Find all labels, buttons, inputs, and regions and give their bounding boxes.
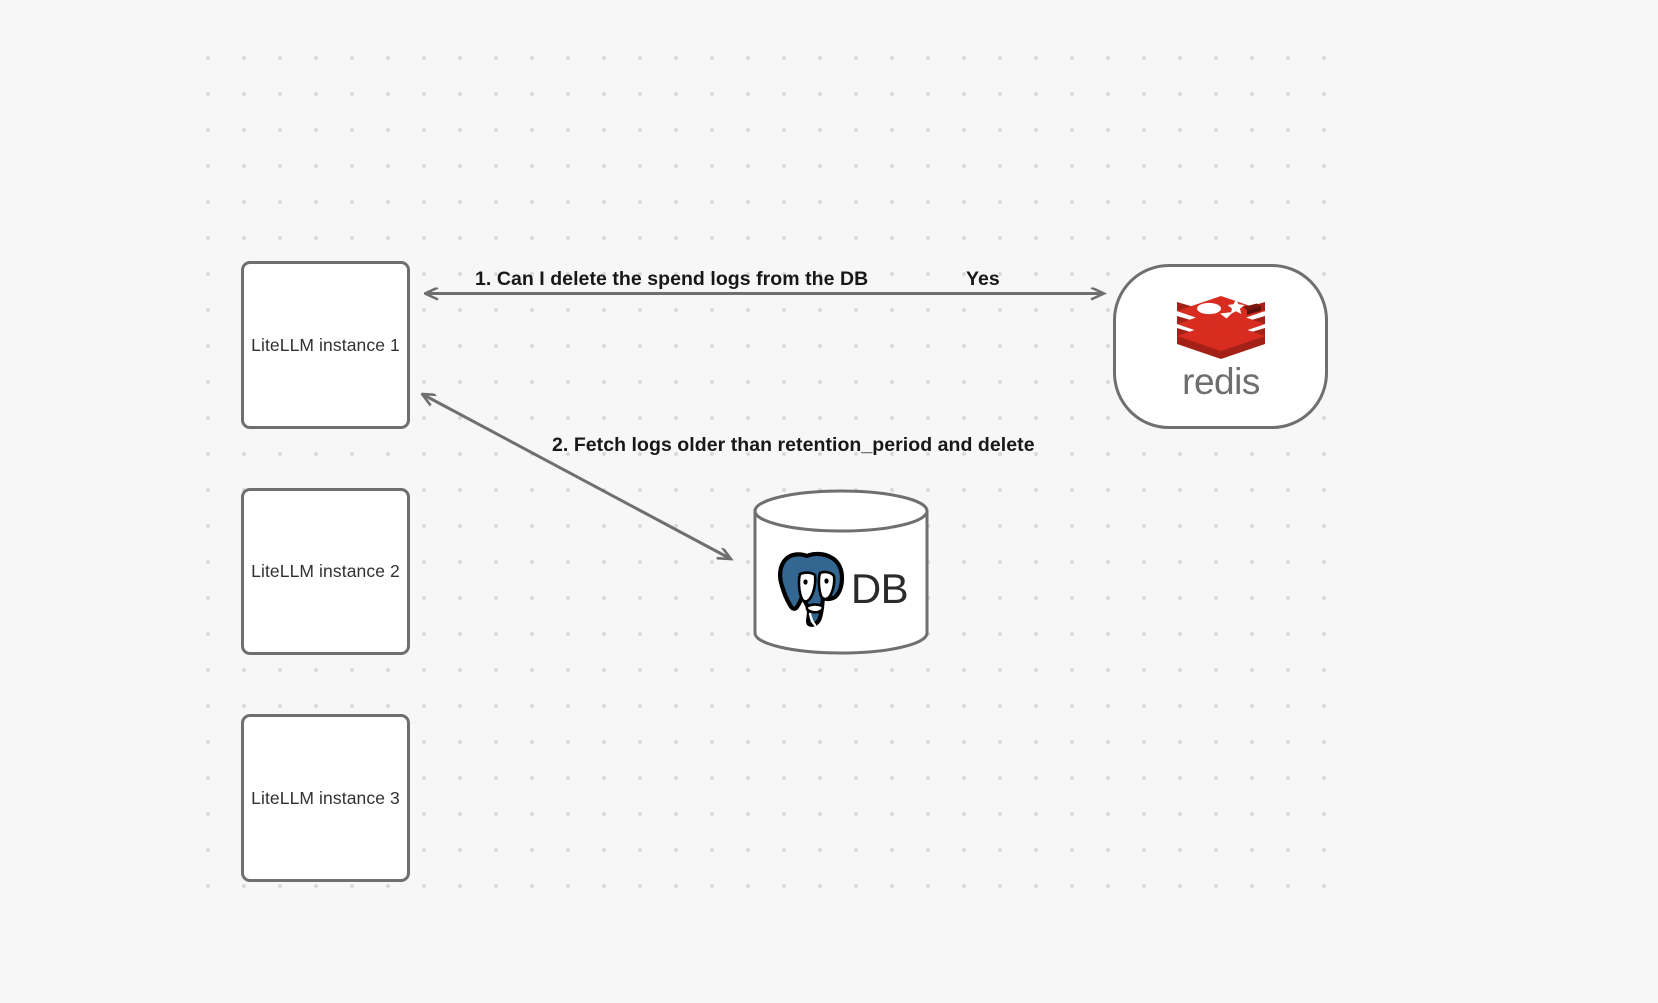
redis-wordmark: redis — [1182, 363, 1260, 402]
node-label: LiteLLM instance 2 — [251, 561, 400, 581]
node-redis[interactable]: redis — [1113, 264, 1328, 429]
edge-label-step-1: 1. Can I delete the spend logs from the … — [475, 268, 869, 290]
redis-logo-icon — [1176, 295, 1265, 359]
node-label: LiteLLM instance 1 — [251, 334, 400, 355]
node-litellm-instance-1[interactable]: LiteLLM instance 1 — [241, 261, 410, 429]
postgresql-elephant-icon — [777, 551, 844, 627]
edge-2-line — [422, 394, 731, 559]
edge-litellm1-db — [422, 394, 731, 559]
db-label: DB — [850, 565, 909, 612]
edge-label-yes: Yes — [966, 268, 1000, 290]
edge-label-step-2: 2. Fetch logs older than retention_perio… — [552, 434, 1035, 456]
db-node-content: DB — [752, 547, 930, 631]
node-litellm-instance-2[interactable]: LiteLLM instance 2 — [241, 488, 410, 655]
node-label: LiteLLM instance 3 — [251, 787, 400, 808]
svg-text:redis: redis — [1182, 363, 1260, 402]
node-litellm-instance-3[interactable]: LiteLLM instance 3 — [241, 714, 410, 882]
node-postgres-db[interactable]: DB — [752, 489, 930, 655]
